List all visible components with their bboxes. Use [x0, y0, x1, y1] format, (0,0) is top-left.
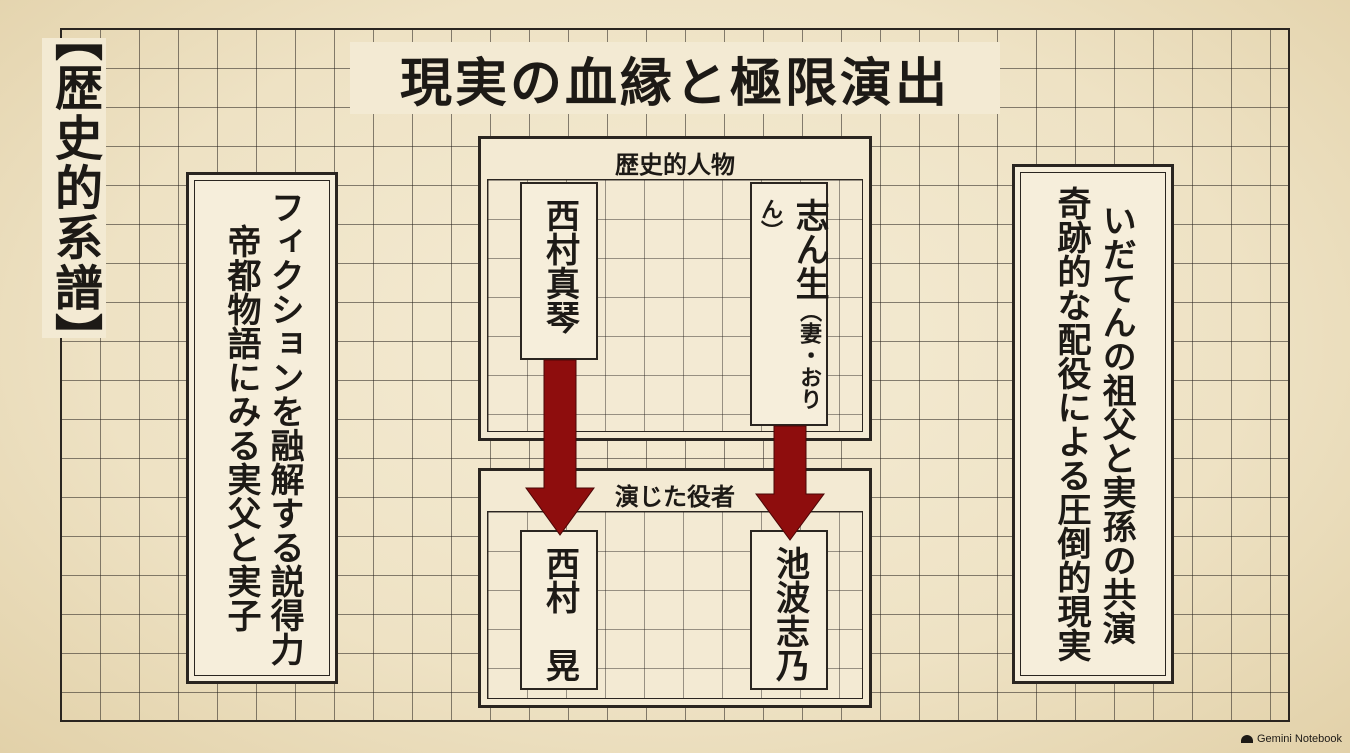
- side-label: 【歴史的系譜】: [42, 13, 106, 363]
- left-info-card: 帝都物語にみる実父と実子 フィクションを融解する説得力: [186, 172, 338, 684]
- person1-name: 西村真琴: [539, 198, 580, 334]
- page-title: 現実の血縁と極限演出: [399, 52, 950, 114]
- historical-panel-heading: 歴史的人物: [615, 150, 735, 179]
- left-card-line-1: フィクションを融解する説得力: [264, 190, 305, 666]
- branding-text: Gemini Notebook: [1257, 733, 1342, 745]
- right-info-card: 奇跡的な配役による圧倒的現実 いだてんの祖父と実孫の共演: [1012, 164, 1174, 684]
- gemini-notebook-icon: [1241, 735, 1253, 743]
- actors-panel-heading: 演じた役者: [615, 482, 735, 511]
- actor1-name: 西村 晃: [539, 546, 580, 682]
- actor2-name: 池波志乃: [769, 546, 810, 682]
- person-card-shinsho: 志ん生（妻・おりん）: [750, 182, 830, 426]
- branding-logo: Gemini Notebook: [1241, 733, 1342, 745]
- right-card-line-1: いだてんの祖父と実孫の共演: [1096, 203, 1137, 645]
- title-band: 現実の血縁と極限演出: [350, 42, 1000, 114]
- actor-card-nishimura-akira: 西村 晃: [520, 530, 598, 690]
- left-card-line-2: 帝都物語にみる実父と実子: [221, 224, 261, 632]
- side-label-text: 【歴史的系譜】: [46, 13, 102, 363]
- right-card-line-2: 奇跡的な配役による圧倒的現実: [1051, 186, 1091, 662]
- actor-card-ikenami-shino: 池波志乃: [750, 530, 828, 690]
- person-card-nishimura-makoto: 西村真琴: [520, 182, 598, 360]
- person2-note: （妻・おりん）: [757, 198, 823, 410]
- person2-name: 志ん生: [789, 198, 830, 300]
